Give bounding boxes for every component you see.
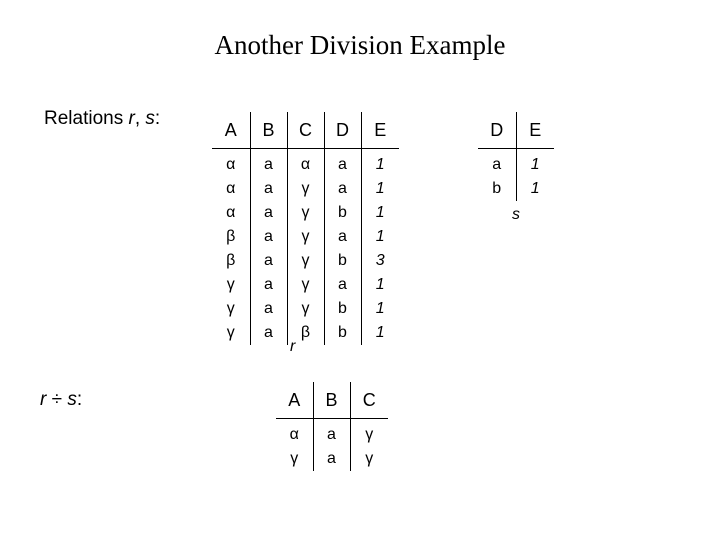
relation-r-header-c: C (286, 112, 324, 149)
relation-r-cell: γ (301, 300, 310, 317)
relation-s-caption: s (512, 206, 520, 223)
slide-title: Another Division Example (214, 30, 506, 60)
relation-s-cell: a (492, 156, 502, 173)
relation-r-cell: b (338, 324, 347, 341)
relation-r-cell: β (300, 324, 311, 341)
result-header-b: B (312, 382, 350, 419)
relation-r-cell: b (338, 300, 347, 317)
relation-r-cell: α (226, 204, 236, 221)
relation-s-cell: 1 (530, 180, 540, 197)
relation-r-cell: 1 (375, 300, 385, 317)
result-cell: γ (365, 450, 374, 467)
result-header-c: C (349, 382, 388, 419)
relations-sep: , (134, 108, 146, 129)
relation-r-cell: a (264, 300, 273, 317)
relation-r-cell: a (264, 324, 273, 341)
relation-r-cell: b (338, 204, 347, 221)
relation-r-cell: α (300, 156, 311, 173)
result-cell: a (327, 426, 336, 443)
relation-r-cell: a (338, 276, 347, 293)
relation-r-cell: a (338, 156, 347, 173)
relations-prefix: Relations (44, 108, 129, 129)
relation-r-caption: r (290, 338, 296, 355)
relation-r-cell: γ (226, 276, 235, 293)
division-suffix: : (76, 389, 83, 410)
relation-r-cell: a (338, 180, 347, 197)
relation-r-cell: a (264, 156, 273, 173)
relation-r-cell: γ (301, 276, 310, 293)
relation-s-cell: b (492, 180, 502, 197)
relations-label: Relations r, s: (44, 108, 160, 130)
relation-r-cell: 1 (375, 324, 385, 341)
relations-suffix: : (154, 108, 161, 129)
relation-r-cell: a (264, 180, 273, 197)
relations-s: s (145, 108, 155, 129)
relation-r-header-b: B (249, 112, 287, 149)
relation-r-cell: γ (226, 300, 235, 317)
result-cell: α (289, 426, 299, 443)
division-label: r ÷ s: (40, 389, 82, 411)
relation-r-cell: a (338, 228, 347, 245)
relation-r-cell: 1 (375, 276, 385, 293)
relation-r-cell: a (264, 276, 273, 293)
division-s: s (67, 389, 77, 410)
relation-r-cell: a (264, 228, 273, 245)
relation-r-cell: γ (301, 180, 310, 197)
relation-r-cell: b (338, 252, 347, 269)
relation-r-cell: a (264, 252, 273, 269)
division-op: ÷ (46, 389, 68, 410)
result-cell: a (327, 450, 336, 467)
relation-r-cell: α (226, 180, 236, 197)
relation-r-cell: 1 (375, 156, 385, 173)
relation-r-header-d: D (323, 112, 361, 149)
result-cell: γ (365, 426, 374, 443)
relations-r: r (128, 108, 135, 129)
relation-r-cell: γ (301, 228, 310, 245)
relation-s-header-d: D (478, 112, 516, 149)
relation-r-header-a: A (212, 112, 250, 149)
relation-r-cell: β (226, 252, 236, 269)
division-r: r (40, 389, 47, 410)
relation-r-cell: 3 (375, 252, 385, 269)
relation-r-cell: 1 (375, 228, 385, 245)
relation-r-column-e: 1 1 1 1 3 1 1 1 (360, 148, 399, 345)
relation-r-cell: 1 (375, 204, 385, 221)
relation-r-cell: 1 (375, 180, 385, 197)
relation-r-cell: β (226, 228, 236, 245)
relation-r-cell: γ (301, 204, 310, 221)
relation-r-cell: a (264, 204, 273, 221)
relation-r-cell: γ (226, 324, 235, 341)
relation-r-header-e: E (360, 112, 399, 149)
result-header-a: A (276, 382, 313, 419)
relation-s-cell: 1 (530, 156, 540, 173)
relation-r-cell: α (226, 156, 236, 173)
result-cell: γ (290, 450, 299, 467)
relation-r-cell: γ (301, 252, 310, 269)
relation-s-header-e: E (515, 112, 554, 149)
